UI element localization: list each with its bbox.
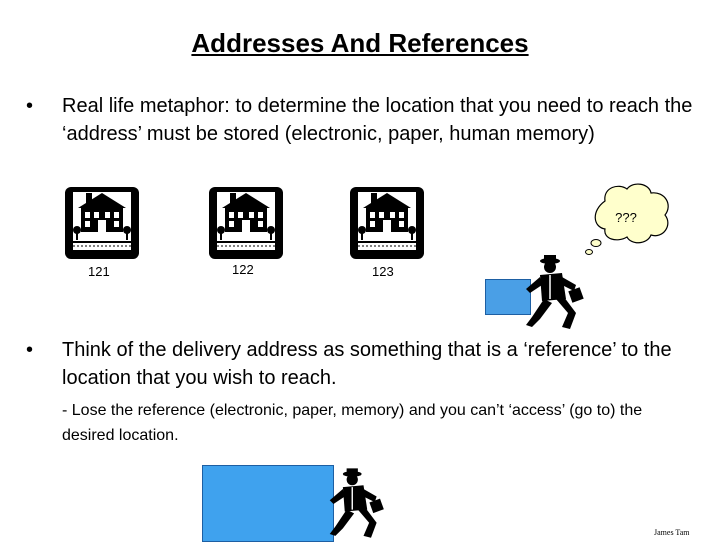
house-icon [64,186,140,260]
bullet-text: Real life metaphor: to determine the loc… [62,95,693,145]
bullet-marker: • [26,339,34,361]
delivery-runner-icon [326,468,386,545]
house-address-123: 123 [372,264,394,279]
author-credit: James Tam [654,528,690,537]
bullet-delivery-reference: • Think of the delivery address as somet… [26,336,696,392]
package-box [485,279,531,315]
delivery-runner-icon [522,255,586,336]
house-icon [349,186,425,260]
package-box [202,465,334,542]
bullet-marker: • [26,95,34,117]
house-address-122: 122 [232,262,254,277]
sub-bullet-lose-reference: - Lose the reference (electronic, paper,… [62,402,643,444]
thought-text: ??? [615,210,637,225]
house-icon [208,186,284,260]
slide-title: Addresses And References [191,28,529,58]
house-address-121: 121 [88,264,110,279]
bullet-text: Think of the delivery address as somethi… [62,339,672,389]
bullet-real-life-metaphor: • Real life metaphor: to determine the l… [26,92,696,148]
thought-cloud-icon [583,181,675,264]
